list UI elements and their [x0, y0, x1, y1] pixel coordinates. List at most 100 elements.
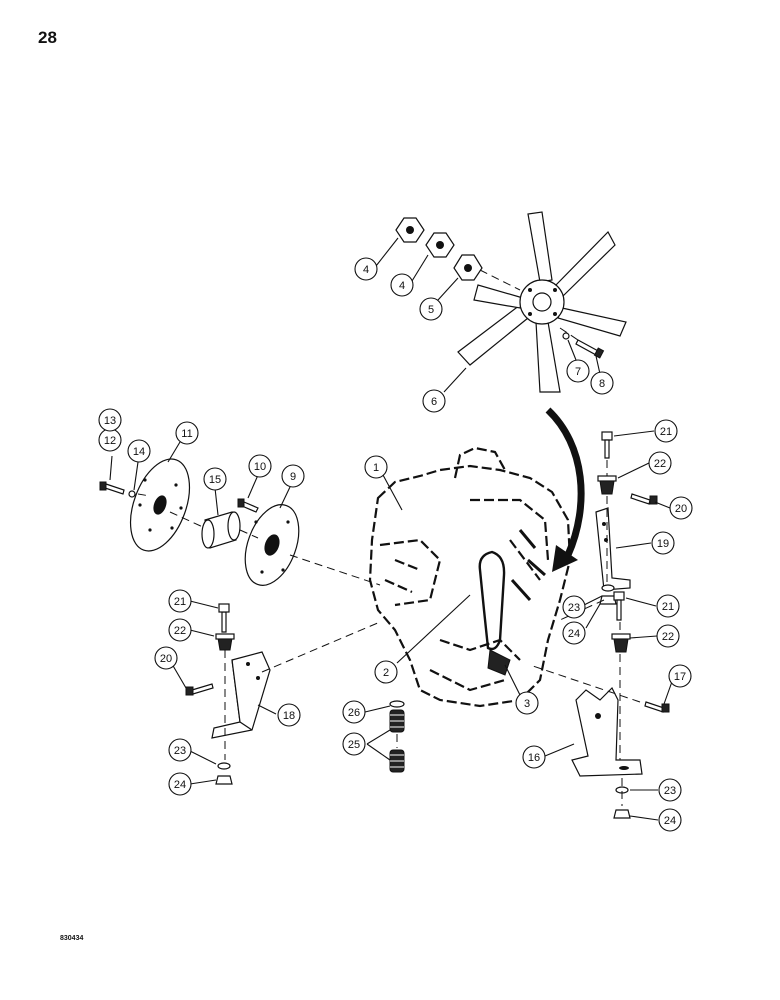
spacer-4a: [395, 217, 425, 243]
callout-number: 7: [575, 366, 581, 378]
callout-number: 9: [290, 471, 296, 483]
callout-circle: [248, 454, 272, 478]
page-number: 28: [38, 28, 57, 47]
callout-circle: [281, 464, 305, 488]
fan-washer: [562, 332, 570, 340]
callout-number: 26: [348, 707, 360, 719]
callout-circle: [515, 691, 539, 715]
spacer-4b: [425, 232, 455, 258]
callout-circle: [98, 408, 122, 432]
callout-number: 5: [428, 304, 434, 316]
callout-number: 22: [662, 631, 674, 643]
left-engine-bracket: [211, 651, 271, 739]
damper-disc: [244, 504, 300, 586]
callout-circle: [656, 624, 680, 648]
callout-number: 24: [174, 779, 186, 791]
left-mount-bolt: [218, 603, 230, 633]
callout-circle: [422, 389, 446, 413]
callout-circle: [342, 700, 366, 724]
callout-number: 22: [654, 458, 666, 470]
spring-lower: [389, 749, 405, 773]
callout-number: 21: [660, 426, 672, 438]
install-arrow: [545, 407, 585, 572]
callout-circle: [566, 359, 590, 383]
callout-number: 1: [373, 462, 379, 474]
callout-number: 10: [254, 461, 266, 473]
callout-circle: [374, 660, 398, 684]
callout-number: 25: [348, 739, 360, 751]
callout-number: 8: [599, 378, 605, 390]
spring-cap: [389, 700, 405, 708]
drive-plate: [129, 458, 191, 552]
callout-circle: [354, 257, 378, 281]
callout-circle: [364, 455, 388, 479]
callout-circle: [168, 589, 192, 613]
fan-bolt: [575, 339, 605, 359]
callout-number: 3: [524, 698, 530, 710]
drive-plate-bolt: [99, 481, 125, 495]
callout-circle: [562, 621, 586, 645]
callout-number: 14: [133, 446, 145, 458]
callout-number: 4: [363, 264, 369, 276]
callout-number: 23: [664, 785, 676, 797]
callout-circle: [562, 595, 586, 619]
callout-circle: [390, 273, 414, 297]
callout-number: 13: [104, 415, 116, 427]
callout-number: 18: [283, 710, 295, 722]
fan-blade-assembly: [457, 211, 627, 393]
callout-number: 23: [568, 602, 580, 614]
leader-lines: [109, 237, 675, 821]
callout-number: 17: [674, 671, 686, 683]
callout-number: 6: [431, 396, 437, 408]
spring-upper: [389, 709, 405, 733]
callout-number: 2: [383, 667, 389, 679]
spacer-5: [453, 254, 483, 281]
callout-number: 21: [174, 596, 186, 608]
callout-circle: [648, 451, 672, 475]
callout-circle: [168, 618, 192, 642]
callout-number: 20: [675, 503, 687, 515]
callout-circle: [175, 421, 199, 445]
callout-number: 20: [160, 653, 172, 665]
rear-mount-bolt: [613, 591, 625, 621]
front-bracket-bolt: [630, 493, 658, 505]
rear-rubber-isolator: [611, 633, 631, 653]
left-bracket-bolt: [185, 683, 214, 696]
callout-circle: [168, 772, 192, 796]
callout-circle: [651, 531, 675, 555]
callout-circle: [658, 808, 682, 832]
callout-circle: [669, 496, 693, 520]
callout-circle: [168, 738, 192, 762]
callout-number: 11: [181, 428, 192, 440]
rear-engine-bracket: [571, 686, 643, 777]
rear-nut: [613, 809, 631, 819]
coupling-hub: [201, 511, 241, 549]
callout-circle: [127, 439, 151, 463]
callout-number: 22: [174, 625, 186, 637]
callout-number: 21: [662, 601, 674, 613]
lock-washer: [128, 490, 136, 498]
front-mount-bolt: [601, 431, 613, 459]
callout-circle: [154, 646, 178, 670]
front-engine-bracket: [595, 507, 631, 591]
callout-circle: [654, 419, 678, 443]
left-washer: [217, 762, 231, 770]
callout-number: 15: [209, 474, 221, 486]
callout-circle: [203, 467, 227, 491]
front-washer: [601, 584, 615, 592]
callout-circle: [277, 703, 301, 727]
engine-assembly: [368, 446, 572, 708]
callout-circle: [590, 371, 614, 395]
rear-bracket-bolt: [644, 701, 670, 713]
callout-number: 23: [174, 745, 186, 757]
callout-circle: [419, 297, 443, 321]
callout-circle: [656, 594, 680, 618]
callout-group: 1234456879101112131415161718192020212223…: [98, 257, 693, 832]
front-rubber-isolator: [597, 475, 617, 495]
callout-circle: [522, 745, 546, 769]
figure-code: 830434: [60, 935, 84, 942]
left-rubber-isolator: [215, 633, 235, 651]
callout-number: 19: [657, 538, 669, 550]
